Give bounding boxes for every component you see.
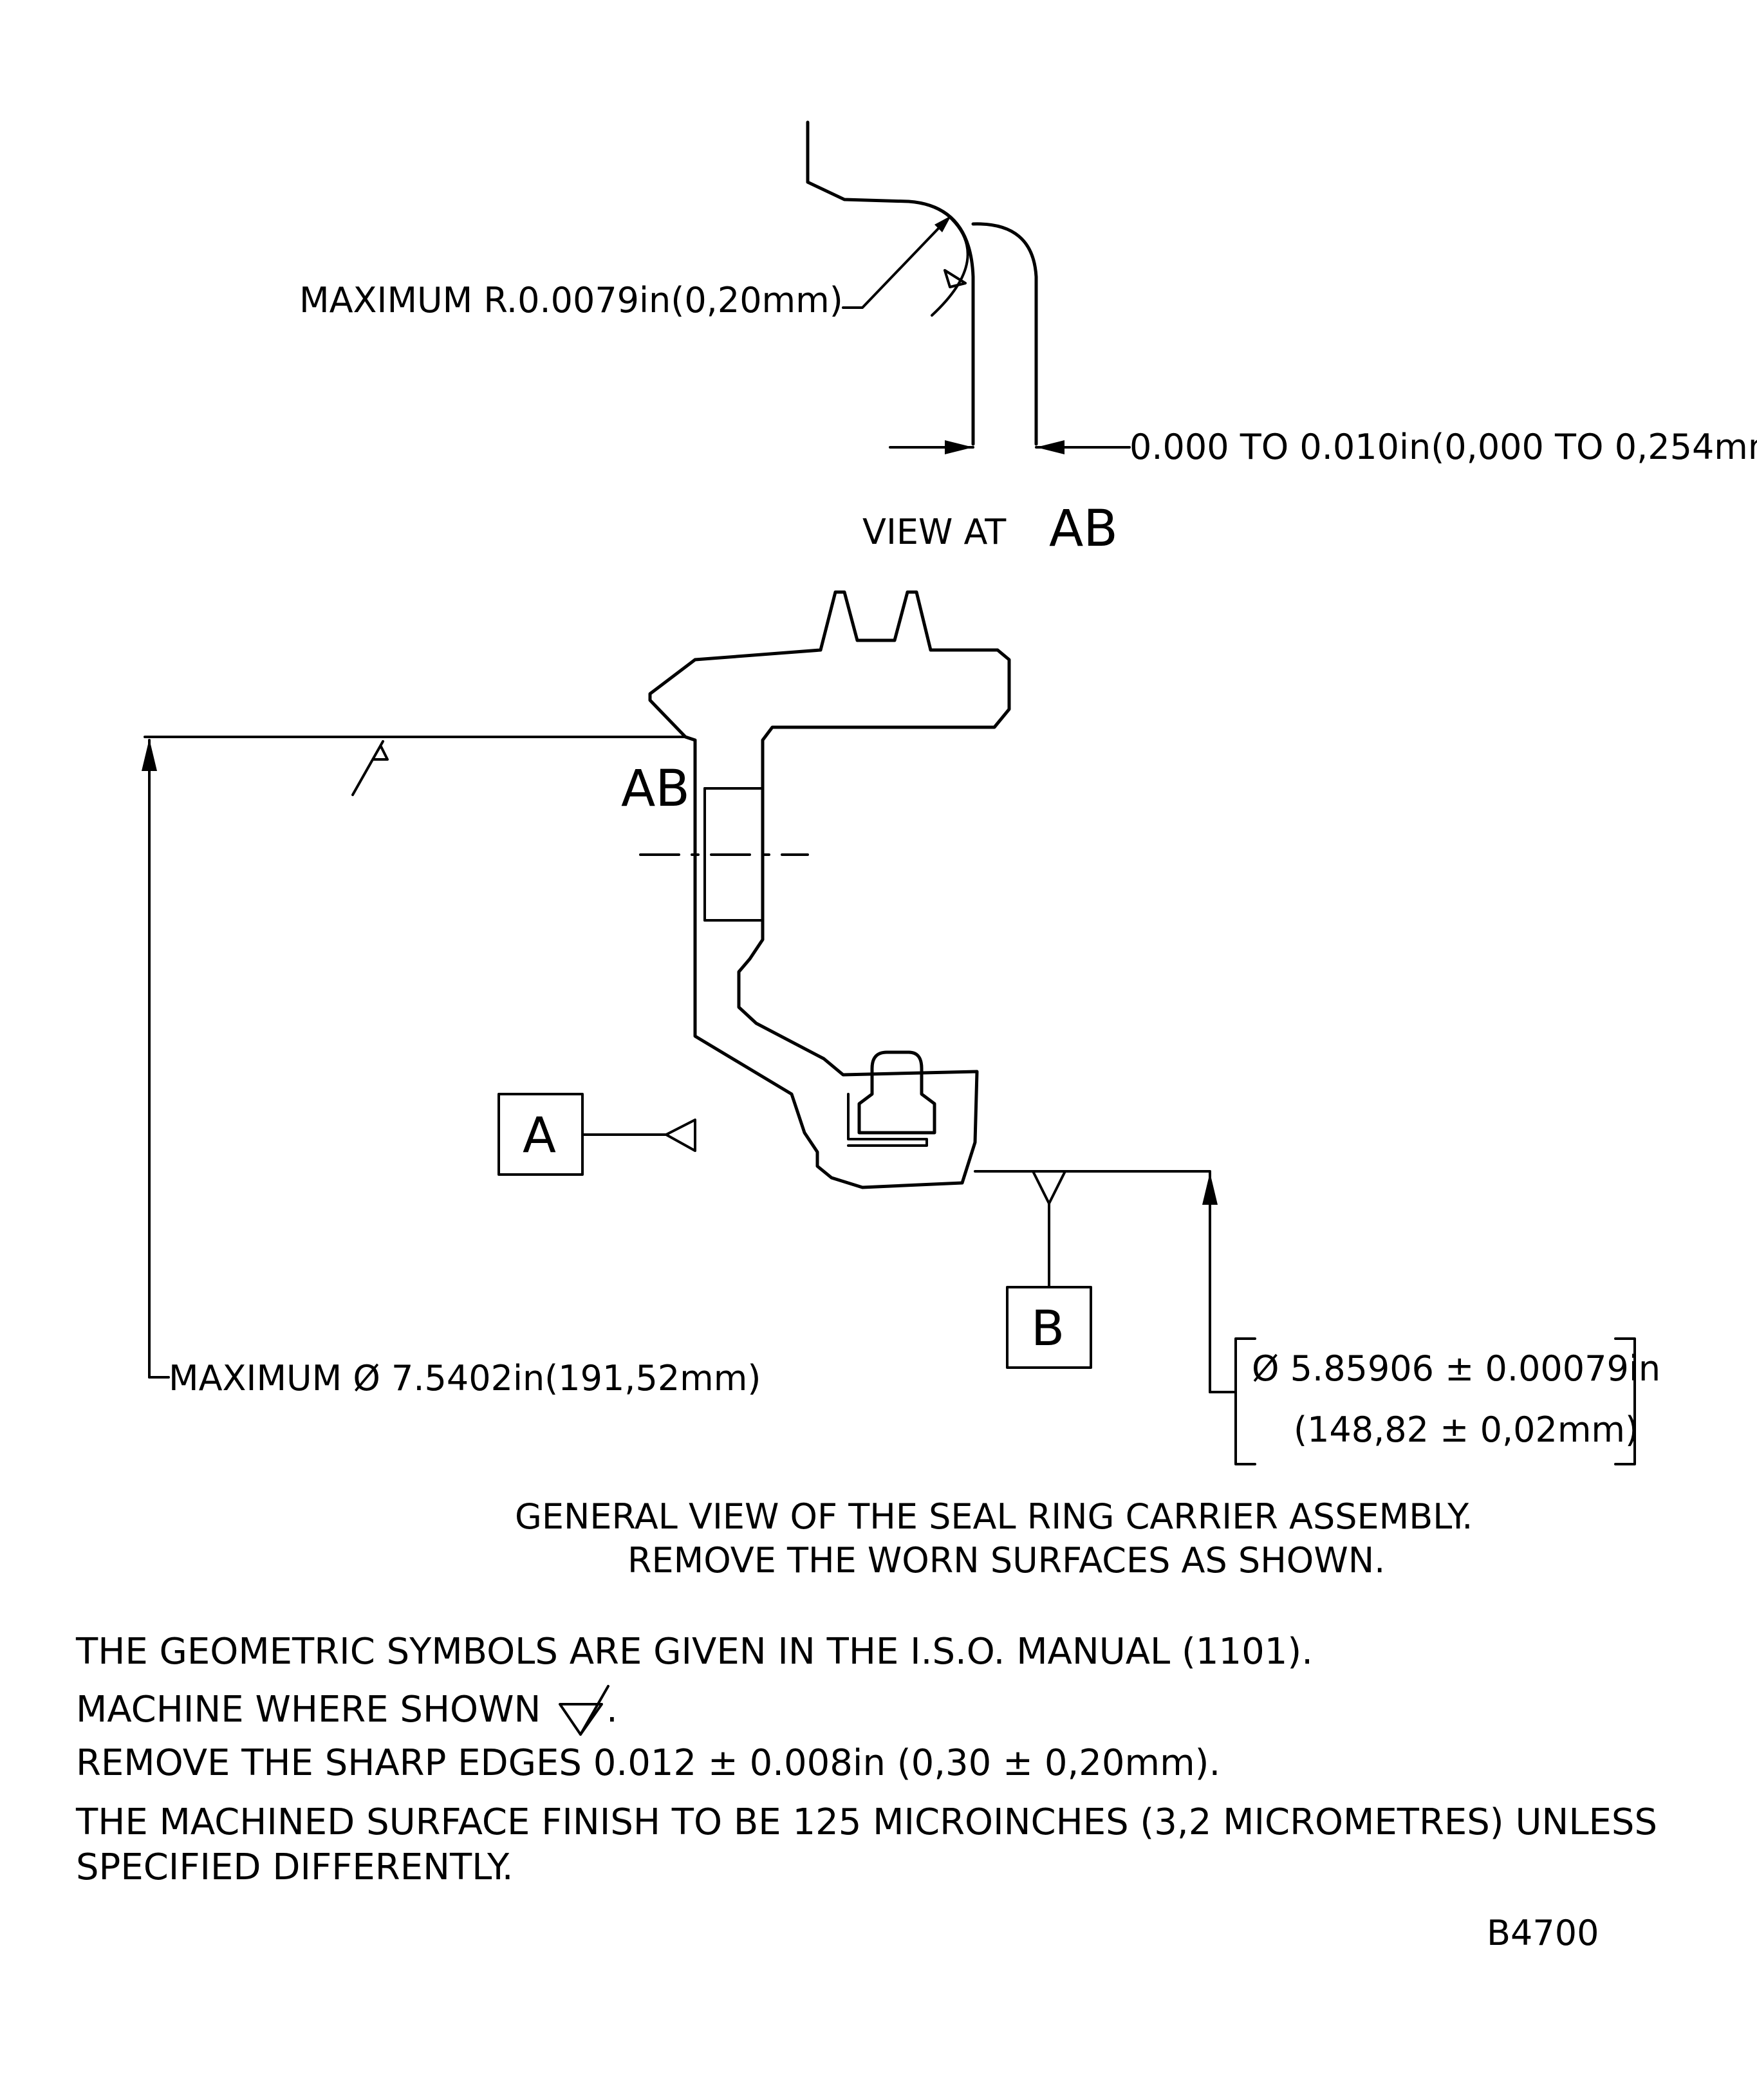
machine-symbol-tick: [579, 1685, 609, 1736]
seal-ring: [857, 1050, 936, 1135]
gap-label: 0.000 TO 0.010in(0,000 TO 0,254mm): [1130, 427, 1757, 467]
radius-arc: [931, 214, 969, 317]
main-section-view: MAXIMUM Ø 7.5402in(191,52mm) AB A B Ø 5.…: [142, 590, 1660, 1465]
note-5: SPECIFIED DIFFERENTLY.: [76, 1846, 514, 1888]
caption-line-1: GENERAL VIEW OF THE SEAL RING CARRIER AS…: [515, 1496, 1473, 1537]
gap-arrowhead-right: [1036, 440, 1064, 454]
datum-a-triangle: [665, 1119, 696, 1152]
caption: GENERAL VIEW OF THE SEAL RING CARRIER AS…: [515, 1496, 1473, 1581]
dia-line-2: (148,82 ± 0,02mm): [1294, 1409, 1639, 1450]
detail-view-ab: MAXIMUM R.0.0079in(0,20mm) 0.000 TO 0.01…: [299, 120, 1757, 558]
dia-arrowhead: [1202, 1173, 1218, 1205]
radius-leader-line: [842, 227, 940, 309]
detail-profile-right: [971, 222, 1038, 446]
ring-groove: [847, 1093, 928, 1147]
radius-arrowhead: [934, 216, 951, 232]
notes: THE GEOMETRIC SYMBOLS ARE GIVEN IN THE I…: [75, 1631, 1657, 1888]
datum-b-box: [1006, 1286, 1092, 1369]
view-title-prefix: VIEW AT: [862, 512, 1007, 552]
radius-finish-symbol: [944, 269, 967, 288]
machine-symbol-top: [351, 740, 389, 796]
datum-a-label: A: [523, 1106, 556, 1164]
view-title-ref: AB: [1049, 500, 1118, 558]
caption-line-2: REMOVE THE WORN SURFACES AS SHOWN.: [628, 1540, 1385, 1581]
max-dia-arrowhead: [142, 739, 157, 771]
dia-bracket-right: [1614, 1337, 1636, 1465]
gap-arrowhead-left: [945, 440, 973, 454]
dia-line-1: Ø 5.85906 ± 0.00079in: [1252, 1348, 1660, 1389]
datum-b-triangle: [1032, 1170, 1066, 1205]
note-3: REMOVE THE SHARP EDGES 0.012 ± 0.008in (…: [76, 1742, 1220, 1784]
figure-id: B4700: [1487, 1913, 1599, 1953]
note-2: MACHINE WHERE SHOWN: [76, 1689, 541, 1731]
radius-label: MAXIMUM R.0.0079in(0,20mm): [299, 280, 843, 321]
note-1: THE GEOMETRIC SYMBOLS ARE GIVEN IN THE I…: [75, 1631, 1313, 1673]
datum-b-label: B: [1031, 1299, 1064, 1357]
carrier-outline: [648, 590, 1011, 1189]
max-dia-label: MAXIMUM Ø 7.5402in(191,52mm): [169, 1358, 761, 1398]
note-4: THE MACHINED SURFACE FINISH TO BE 125 MI…: [75, 1801, 1657, 1843]
machine-symbol-icon: [559, 1703, 603, 1736]
note-2-period: .: [606, 1689, 618, 1731]
section-ab-label: AB: [621, 760, 690, 818]
dia-bracket-left: [1234, 1337, 1256, 1465]
